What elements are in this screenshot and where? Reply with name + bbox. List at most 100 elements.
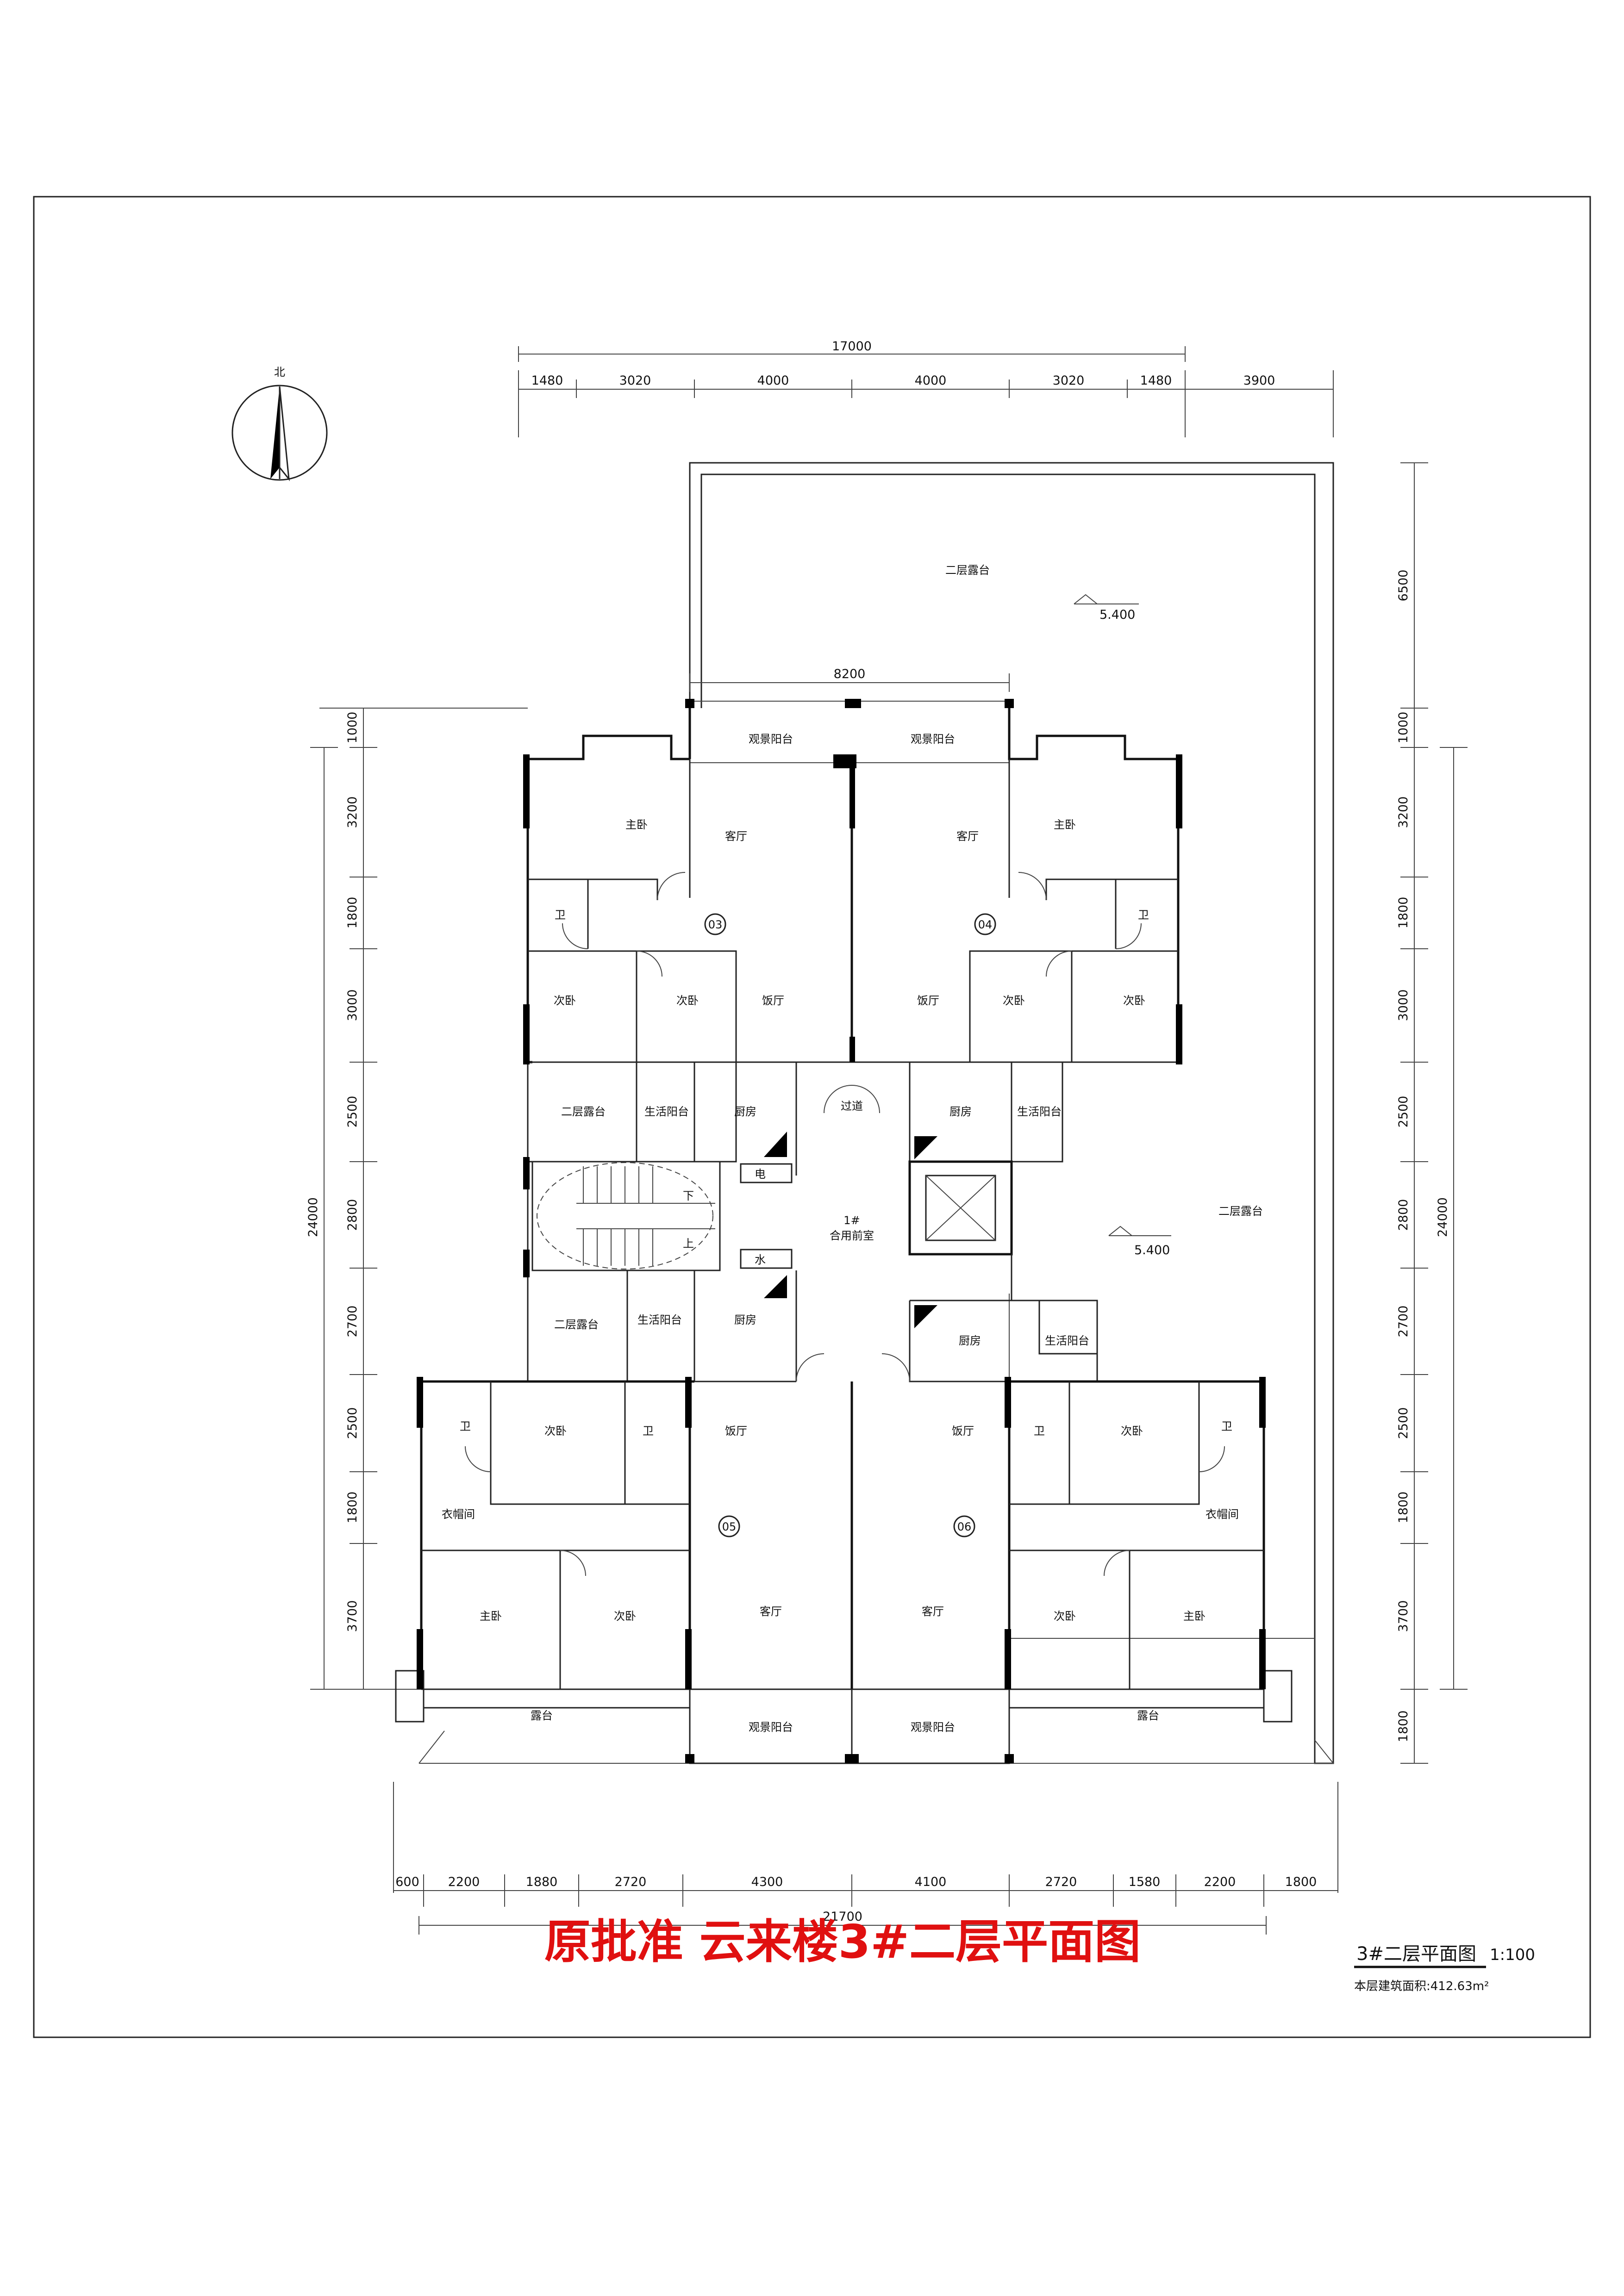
- dim-bottom-8: 1580: [1129, 1875, 1161, 1889]
- dim-right-8: 2700: [1396, 1306, 1411, 1338]
- bath-06b-label: 卫: [1034, 1425, 1045, 1437]
- deck-06-label: 露台: [1137, 1709, 1159, 1722]
- dim-left-5: 2500: [345, 1096, 360, 1128]
- second-06b-label: 次卧: [1054, 1610, 1076, 1623]
- view-balcony-06-label: 观景阳台: [911, 1721, 955, 1734]
- terrace-east-label: 二层露台: [1218, 1205, 1263, 1218]
- dim-top-6: 1480: [1140, 373, 1172, 388]
- terrace-top-label: 二层露台: [945, 564, 990, 577]
- second-04b-label: 次卧: [1123, 994, 1145, 1007]
- elevator-shaft: [908, 1160, 1013, 1256]
- dim-top-7: 3900: [1243, 373, 1275, 388]
- stair-down-label: 下: [683, 1189, 694, 1202]
- dim-left-7: 2700: [345, 1306, 360, 1338]
- dim-left-9: 1800: [345, 1492, 360, 1524]
- dim-bottom-3: 1880: [526, 1875, 558, 1889]
- dim-right-10: 1800: [1396, 1492, 1411, 1524]
- second-04a-label: 次卧: [1003, 994, 1025, 1007]
- second-03b-label: 次卧: [676, 994, 699, 1007]
- service-balcony-04-label: 生活阳台: [1017, 1105, 1062, 1118]
- dim-bottom-total: 21700: [823, 1910, 862, 1924]
- dim-top-total: 17000: [832, 339, 872, 354]
- bath-05b-label: 卫: [643, 1425, 654, 1437]
- north-arrow-icon: 北: [231, 366, 328, 481]
- closet-05-label: 衣帽间: [442, 1508, 475, 1521]
- stair-treads: [583, 1166, 653, 1266]
- dim-right-11: 3700: [1396, 1600, 1411, 1632]
- drawing-title: 原批准 云来楼3#二层平面图: [544, 1915, 1141, 1969]
- view-balcony-05-label: 观景阳台: [749, 1721, 793, 1734]
- dining-03-label: 饭厅: [762, 994, 784, 1007]
- left-dimensions: 24000 1000 3200 1800 3000 2500 2800 2700…: [306, 708, 528, 1690]
- dim-right-6: 2500: [1396, 1096, 1411, 1128]
- living-05-label: 客厅: [760, 1605, 782, 1618]
- right-dimensions: 6500 1000 3200 1800 3000 2500 2800 2700 …: [1396, 462, 1468, 1764]
- dining-06-label: 饭厅: [952, 1425, 974, 1437]
- dim-right-5: 3000: [1396, 989, 1411, 1021]
- second-03a-label: 次卧: [554, 994, 576, 1007]
- unit-03-label: 03: [708, 918, 723, 931]
- master-05-label: 主卧: [480, 1610, 502, 1623]
- dim-right-4: 1800: [1396, 897, 1411, 929]
- dim-right-9: 2500: [1396, 1407, 1411, 1439]
- dim-left-3: 1800: [345, 897, 360, 929]
- dim-right-3: 3200: [1396, 796, 1411, 828]
- service-balcony-06-label: 生活阳台: [1045, 1334, 1089, 1347]
- unit-05-label: 05: [722, 1520, 737, 1533]
- dim-right-1: 6500: [1396, 570, 1411, 602]
- dim-top-2: 3020: [619, 373, 651, 388]
- dim-left-total: 24000: [306, 1197, 320, 1237]
- dim-bottom-9: 2200: [1204, 1875, 1236, 1889]
- sheet-frame: [33, 196, 1591, 2038]
- view-balcony-03-label: 观景阳台: [749, 733, 793, 746]
- scale-value: 1:100: [1490, 1946, 1535, 1964]
- bath-06a-label: 卫: [1221, 1420, 1232, 1433]
- hall-name-label: 1#: [843, 1214, 860, 1227]
- dim-top-5: 3020: [1053, 373, 1085, 388]
- dining-04-label: 饭厅: [917, 994, 939, 1007]
- dim-bottom-4: 2720: [615, 1875, 647, 1889]
- master-03-label: 主卧: [625, 818, 648, 831]
- terrace-nw-label: 二层露台: [561, 1105, 606, 1118]
- bath-03-label: 卫: [555, 908, 566, 921]
- hall-sub-label: 合用前室: [830, 1229, 874, 1242]
- dim-top-4: 4000: [915, 373, 947, 388]
- kitchen-04-label: 厨房: [949, 1105, 972, 1118]
- service-balcony-05-label: 生活阳台: [637, 1313, 682, 1326]
- living-04-label: 客厅: [956, 830, 979, 843]
- kitchen-06-label: 厨房: [959, 1334, 981, 1347]
- north-label: 北: [274, 366, 285, 379]
- unit-markers: 03 04 05 06: [704, 913, 996, 1537]
- service-balcony-03-label: 生活阳台: [644, 1105, 689, 1118]
- dim-left-8: 2500: [345, 1407, 360, 1439]
- deck-05-label: 露台: [531, 1709, 553, 1722]
- dim-right-2: 1000: [1396, 712, 1411, 744]
- level-top-label: 5.400: [1099, 608, 1135, 622]
- view-balcony-04-label: 观景阳台: [911, 733, 955, 746]
- kitchen-03-label: 厨房: [734, 1105, 756, 1118]
- dim-left-10: 3700: [345, 1600, 360, 1632]
- dim-left-2: 3200: [345, 796, 360, 828]
- stair-box: [531, 1161, 721, 1271]
- level-mark-right: 5.400: [1108, 1226, 1171, 1257]
- level-mark-top: 5.400: [1074, 594, 1139, 622]
- dim-bottom-6: 4100: [915, 1875, 947, 1889]
- unit-04-label: 04: [978, 918, 993, 931]
- living-03-label: 客厅: [725, 830, 747, 843]
- dim-left-6: 2800: [345, 1199, 360, 1231]
- living-06-label: 客厅: [922, 1605, 944, 1618]
- dim-right-7: 2800: [1396, 1199, 1411, 1231]
- scale-name: 3#二层平面图: [1356, 1943, 1476, 1965]
- elec-shaft-label: 电: [755, 1168, 766, 1181]
- second-05b-label: 次卧: [614, 1610, 636, 1623]
- bath-05a-label: 卫: [460, 1420, 471, 1433]
- level-right-label: 5.400: [1134, 1243, 1170, 1257]
- dim-right-total: 24000: [1436, 1197, 1450, 1237]
- second-05a-label: 次卧: [544, 1425, 567, 1437]
- dim-bottom-10: 1800: [1285, 1875, 1317, 1889]
- door-swings: [465, 872, 1225, 1576]
- kitchen-05-label: 厨房: [734, 1313, 756, 1326]
- bottom-dimensions: 600 2200 1880 2720 4300 4100 2720 1580 2…: [393, 1782, 1338, 1935]
- scale-block: 3#二层平面图 1:100 本层建筑面积:412.63m²: [1354, 1943, 1535, 1993]
